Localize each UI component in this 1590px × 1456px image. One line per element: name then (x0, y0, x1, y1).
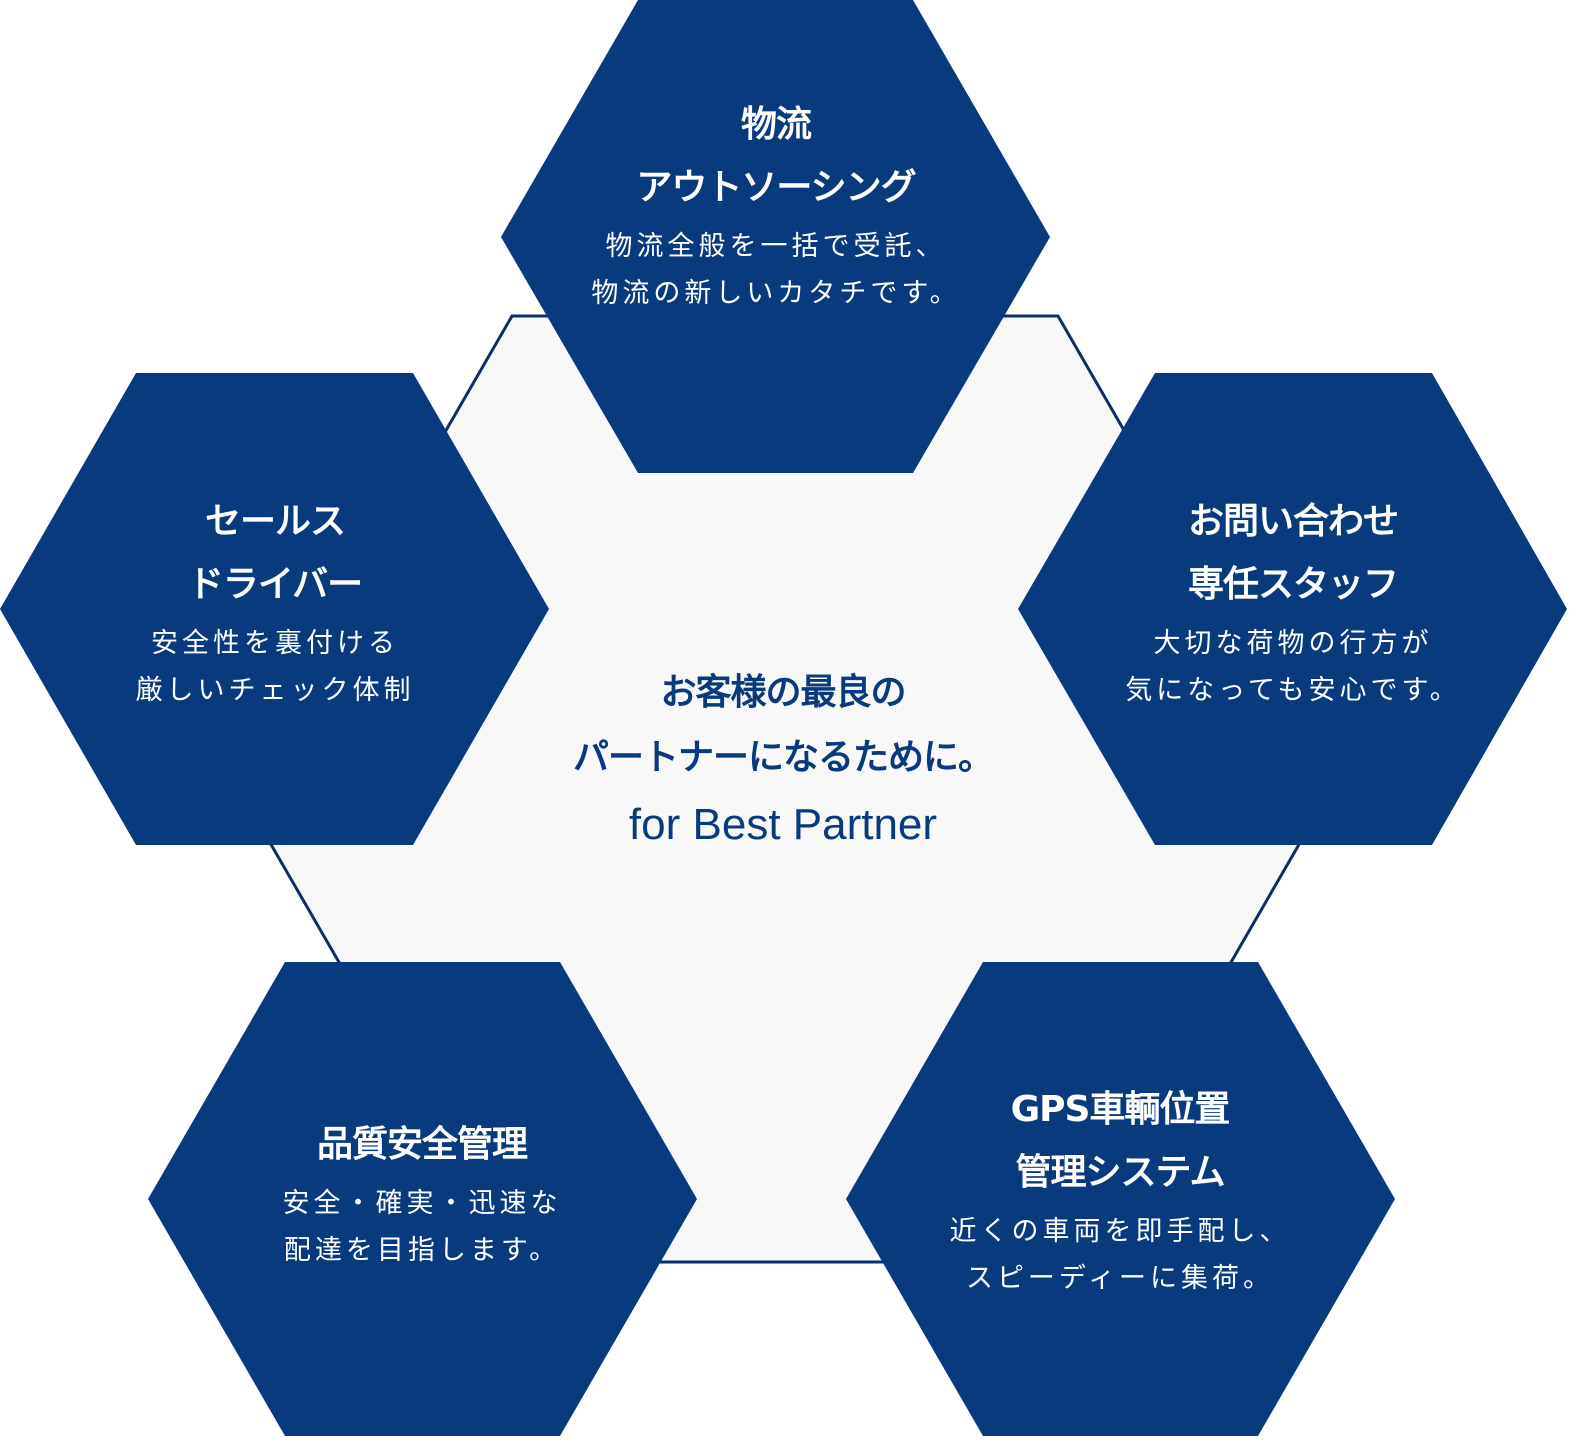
hexagon-logistics (501, 0, 1050, 473)
hex-title: ドライバー (187, 564, 363, 605)
hex-title: 物流 (740, 104, 812, 145)
hex-desc: 物流の新しいカタチです。 (591, 278, 961, 309)
hex-desc: 厳しいチェック体制 (135, 675, 415, 706)
inquiry-staff-text: お問い合わせ 専任スタッフ 大切な荷物の行方が 気になっても安心です。 (1043, 490, 1543, 714)
hexagon-gps (846, 962, 1395, 1436)
hex-title: 品質安全管理 (316, 1124, 528, 1165)
hex-title: 管理システム (1015, 1152, 1226, 1193)
hexagon-quality-safety (148, 962, 697, 1436)
hex-desc: 近くの車両を即手配し、 (949, 1216, 1291, 1247)
center-title-line-1: お客様の最良の (660, 672, 906, 713)
hex-title: お問い合わせ (1187, 501, 1399, 542)
hex-title: 専任スタッフ (1187, 564, 1399, 605)
gps-text: GPS車輌位置 管理システム 近くの車両を即手配し、 スピーディーに集荷。 (870, 1078, 1370, 1302)
hexagon-inquiry-staff (1018, 373, 1567, 845)
hex-desc: 物流全般を一括で受託、 (605, 231, 947, 262)
hex-desc: 大切な荷物の行方が (1153, 628, 1433, 659)
center-text: お客様の最良の パートナーになるために。 for Best Partner (533, 660, 1033, 860)
hex-desc: 配達を目指します。 (283, 1235, 561, 1266)
hexagon-sales-driver (0, 373, 549, 845)
hex-title: セールス (204, 501, 346, 542)
hex-desc: 安全性を裏付ける (151, 628, 399, 659)
hex-title: アウトソーシング (636, 167, 916, 208)
center-title-line-2: パートナーになるために。 (572, 737, 994, 778)
hex-desc: 安全・確実・迅速な (282, 1188, 562, 1219)
hex-title: GPS車輌位置 (1010, 1089, 1231, 1130)
center-subtitle: for Best Partner (628, 800, 938, 849)
logistics-text: 物流 アウトソーシング 物流全般を一括で受託、 物流の新しいカタチです。 (526, 93, 1026, 317)
hex-desc: スピーディーに集荷。 (965, 1263, 1275, 1294)
hex-desc: 気になっても安心です。 (1125, 675, 1461, 706)
sales-driver-text: セールス ドライバー 安全性を裏付ける 厳しいチェック体制 (25, 490, 525, 714)
quality-safety-text: 品質安全管理 安全・確実・迅速な 配達を目指します。 (172, 1113, 672, 1274)
